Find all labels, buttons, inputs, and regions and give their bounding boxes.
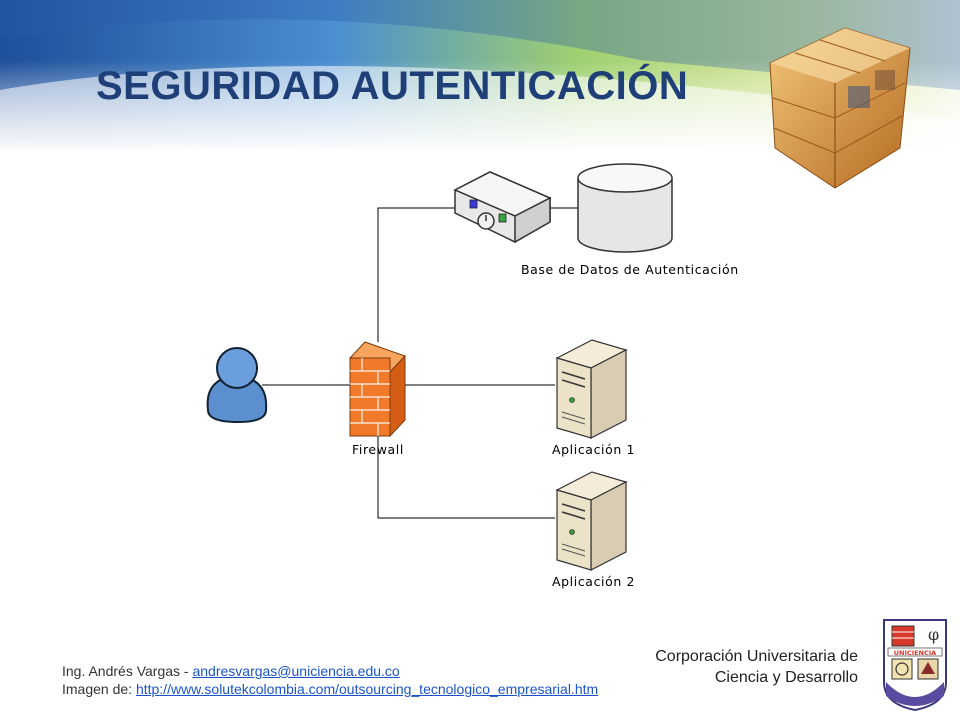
server-tower-icon-app1: [555, 339, 628, 439]
auth-db-label: Base de Datos de Autenticación: [521, 262, 739, 277]
author-line: Ing. Andrés Vargas - andresvargas@unicie…: [62, 662, 598, 680]
logo-text: UNICIENCIA: [894, 649, 936, 657]
user-icon: [206, 347, 268, 424]
image-source-line: Imagen de: http://www.solutekcolombia.co…: [62, 680, 598, 698]
author-email-link[interactable]: andresvargas@uniciencia.edu.co: [192, 663, 400, 679]
institution-name: Corporación Universitaria de Ciencia y D…: [600, 646, 858, 688]
cube-decoration: [769, 27, 911, 189]
image-prefix: Imagen de:: [62, 681, 136, 697]
connector-lines: [262, 207, 578, 519]
footer-credits: Ing. Andrés Vargas - andresvargas@unicie…: [62, 662, 598, 698]
image-source-link[interactable]: http://www.solutekcolombia.com/outsourci…: [135, 681, 599, 697]
database-icon: [577, 163, 673, 253]
edge-firewall-app2: [377, 432, 555, 519]
firewall-icon: [349, 341, 406, 438]
svg-text:φ: φ: [928, 625, 939, 644]
institution-line-1: Corporación Universitaria de: [655, 648, 858, 665]
slide-title: SEGURIDAD AUTENTICACIÓN: [96, 64, 689, 108]
author-prefix: Ing. Andrés Vargas -: [62, 663, 193, 679]
server-tower-icon-app2: [555, 471, 628, 571]
edge-firewall-authdb: [377, 207, 456, 342]
firewall-label: Firewall: [352, 442, 404, 457]
uniciencia-logo: φ UNICIENCIA: [883, 619, 947, 712]
auth-appliance-icon: [453, 171, 552, 244]
app2-label: Aplicación 2: [552, 574, 636, 589]
institution-line-2: Ciencia y Desarrollo: [714, 669, 858, 686]
app1-label: Aplicación 1: [552, 442, 636, 457]
